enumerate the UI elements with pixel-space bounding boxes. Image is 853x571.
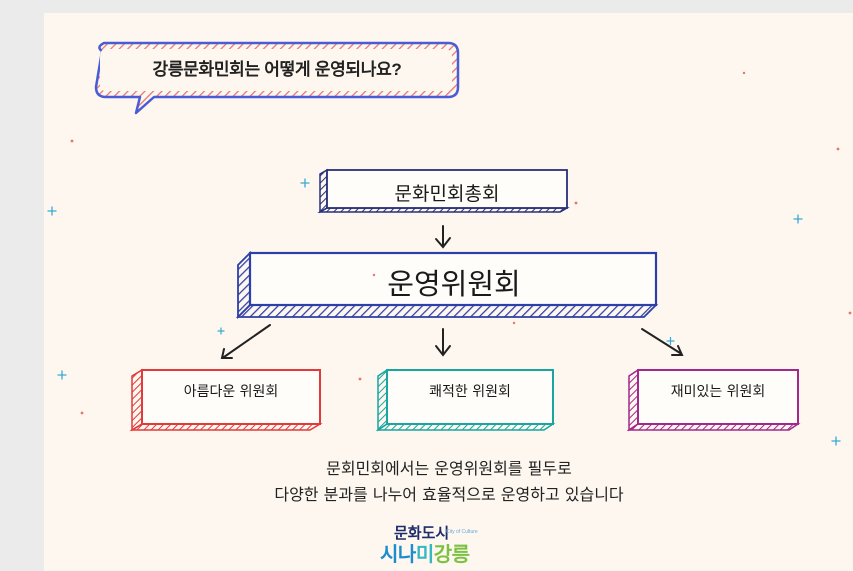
logo-subtitle: City of Culture [446,529,478,535]
logo-wordmark: 시나미강릉 [380,538,470,567]
logo-wordmark-part2: 미 [415,544,434,566]
arrow-down-1 [435,225,451,249]
logo-wordmark-part1: 시나 [380,544,416,566]
logo-wordmark-part3: 강릉 [433,544,470,566]
arrow-down-2 [435,328,451,357]
bubble-question: 강릉문화민회는 어떻게 운영되나요? [152,60,402,79]
arrow-left-diagonal [220,324,271,359]
steering-committee-label: 운영위원회 [387,267,521,301]
committee-box-pleasant [375,368,556,432]
general-assembly-box [317,168,570,214]
steering-committee-box [235,250,659,320]
committee-label-fun: 재미있는 위원회 [670,384,766,400]
infographic-poster: 강릉문화민회는 어떻게 운영되나요? 문화민회총회 운영위원회 아름다운 위원회… [44,13,853,571]
committee-label-beautiful: 아름다운 위원회 [183,384,279,400]
general-assembly-label: 문화민회총회 [394,183,500,205]
committee-box-fun [626,368,801,432]
committee-label-pleasant: 쾌적한 위원회 [429,384,511,400]
arrow-right-diagonal [641,328,684,356]
committee-box-beautiful [129,368,323,432]
description-line-1: 문회민회에서는 운영위원회를 필두로 [326,459,572,478]
description-line-2: 다양한 분과를 나누어 효율적으로 운영하고 있습니다 [274,485,624,504]
sparkle-decorations [47,71,852,446]
diagram-graphics [47,41,852,446]
speech-bubble [94,41,460,115]
logo-title: 문화도시 [394,525,450,542]
